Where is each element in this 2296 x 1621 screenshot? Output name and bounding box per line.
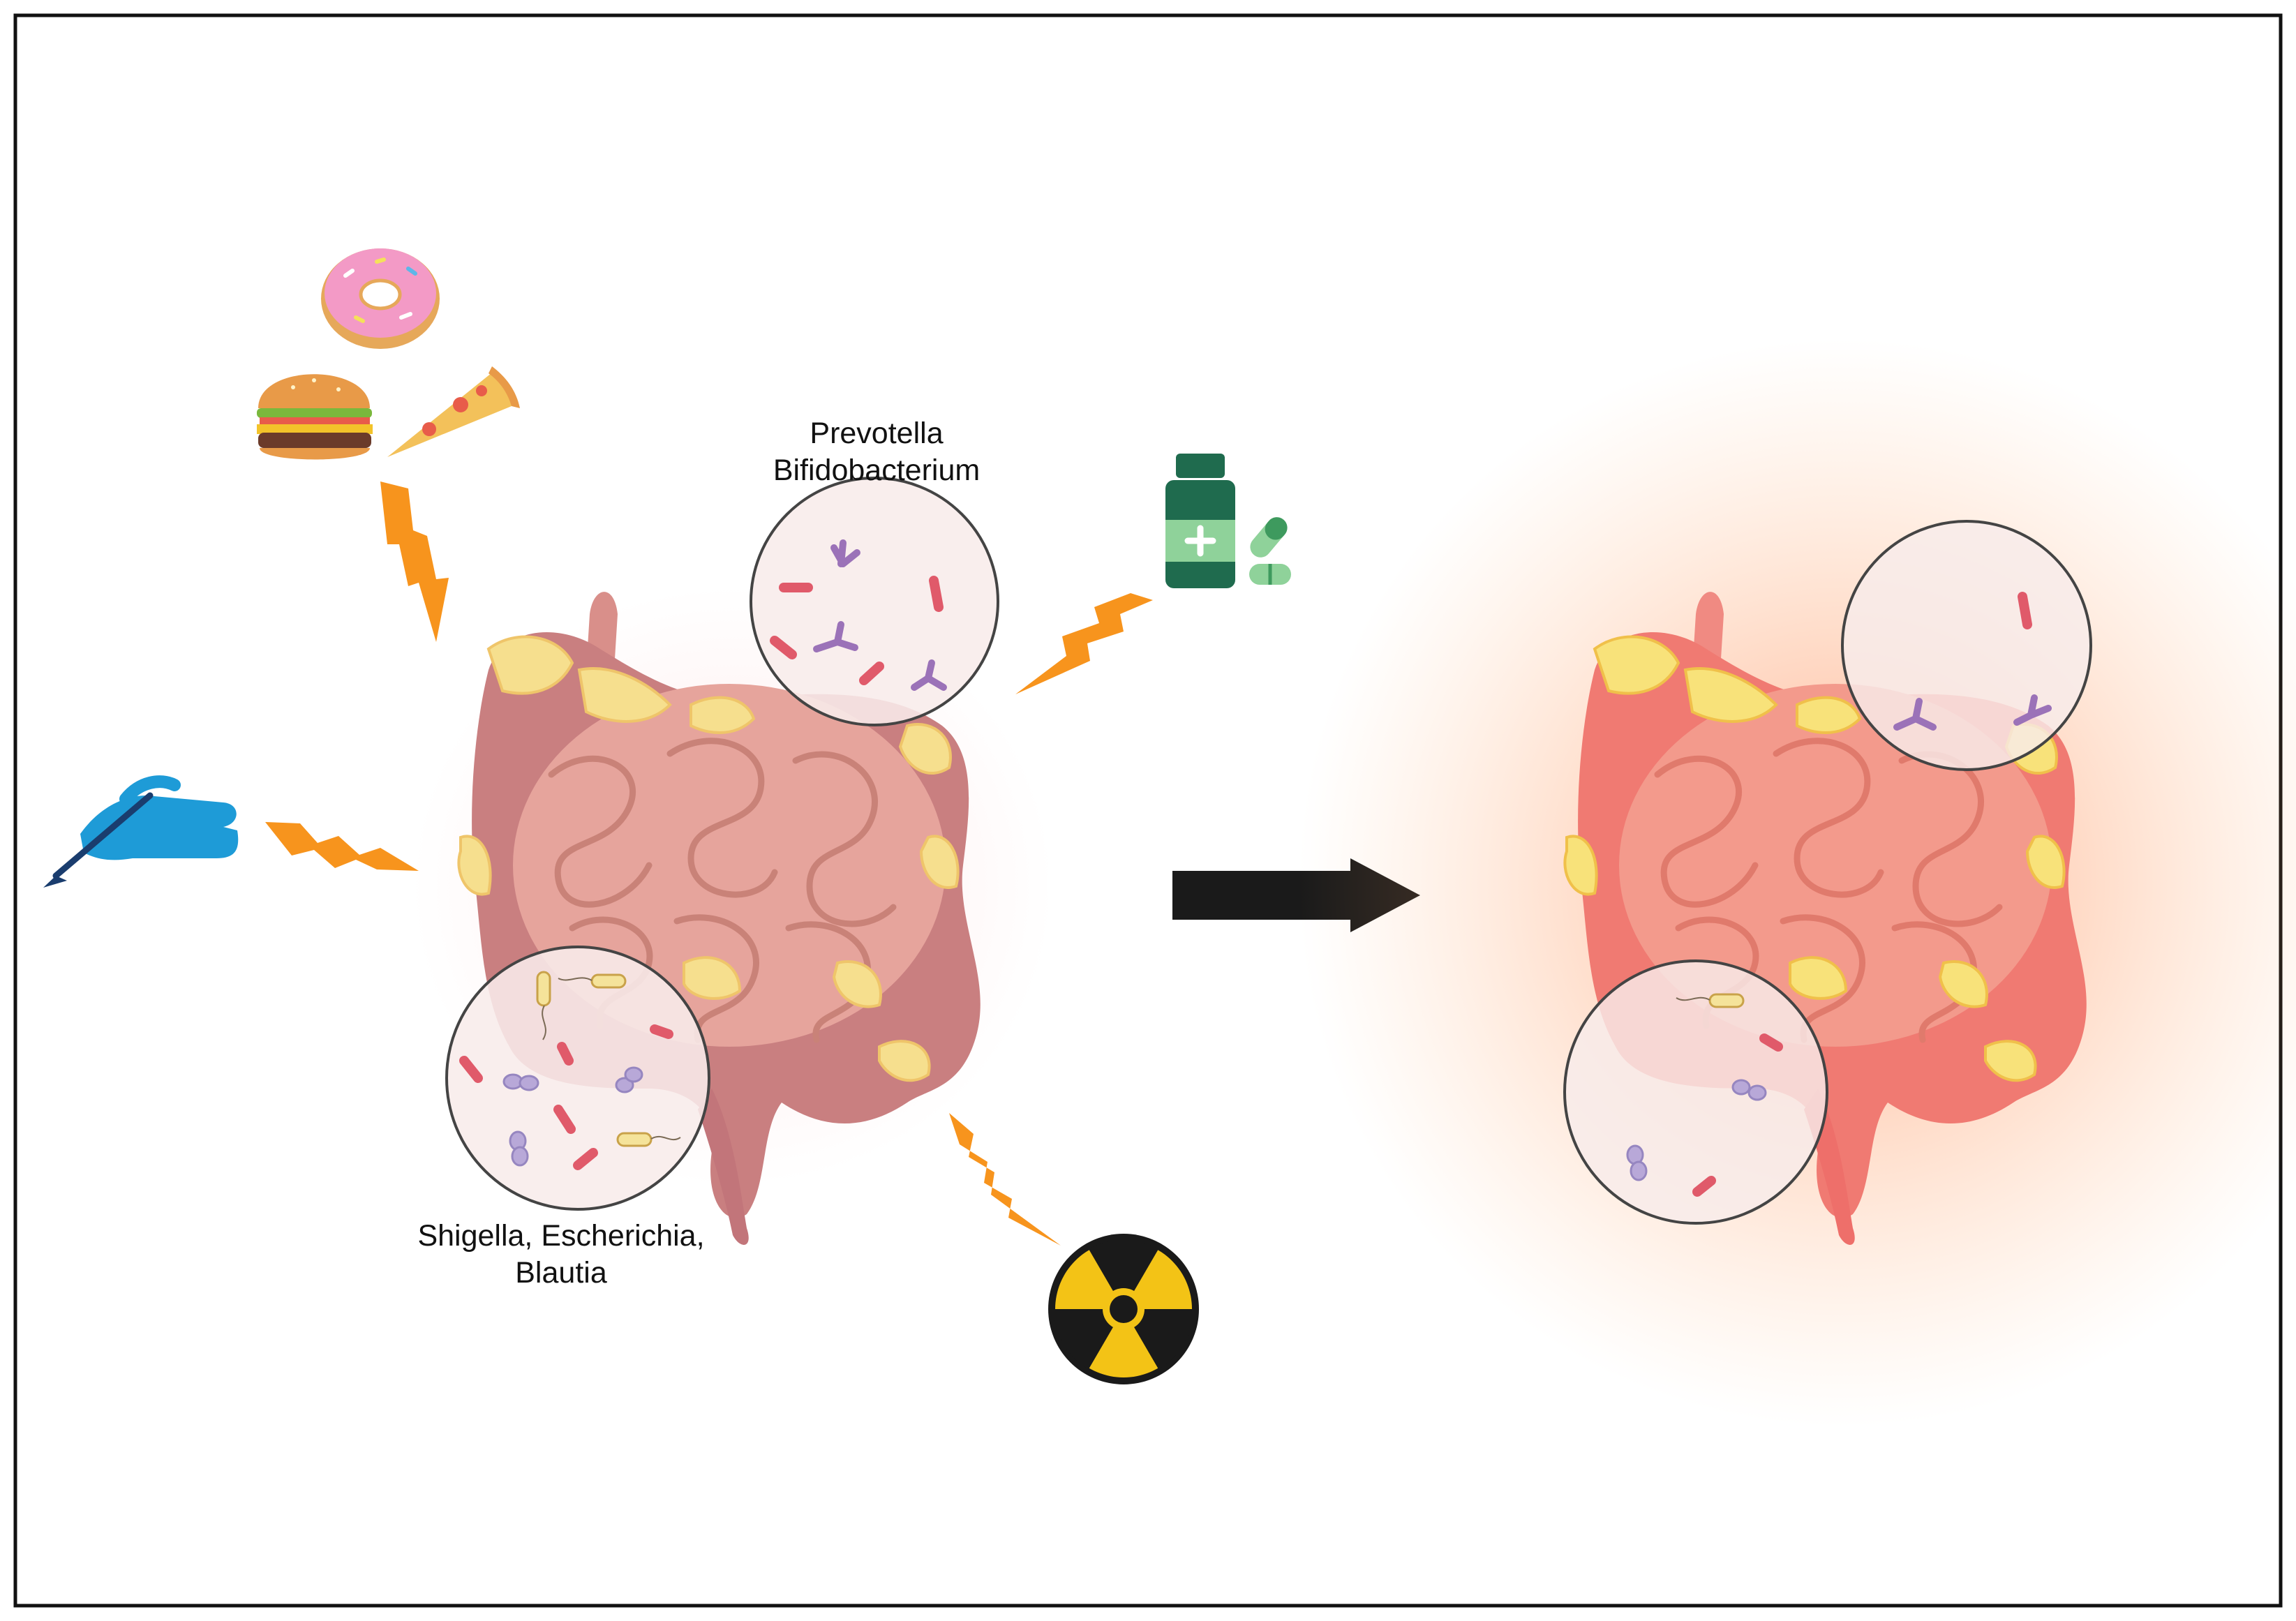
label-pathogen-bacteria-line2: Blautia [515,1256,607,1290]
scalpel-hand-icon [43,775,239,888]
label-healthy-bacteria-line2: Bifidobacterium [773,454,980,487]
magnifier-top-left [750,477,999,726]
lightning-bolt-radiation [949,1113,1061,1246]
label-healthy-bacteria-line1: Prevotella [810,417,943,450]
lightning-bolts [265,481,1153,1246]
magnifier-top-right [1841,520,2092,771]
lightning-bolt-medication [1015,593,1153,694]
medication-bottle-icon [1165,454,1291,588]
donut-icon [321,248,440,349]
magnifier-bottom-right [1563,959,1828,1225]
pizza-icon [387,366,520,457]
lightning-bolt-food [380,481,449,642]
lightning-bolt-surgery [265,822,419,871]
burger-icon [257,374,373,460]
label-pathogen-bacteria-line1: Shigella, Escherichia, [417,1219,704,1253]
magnifier-bottom-left [445,946,710,1211]
radiation-icon [1048,1234,1199,1384]
